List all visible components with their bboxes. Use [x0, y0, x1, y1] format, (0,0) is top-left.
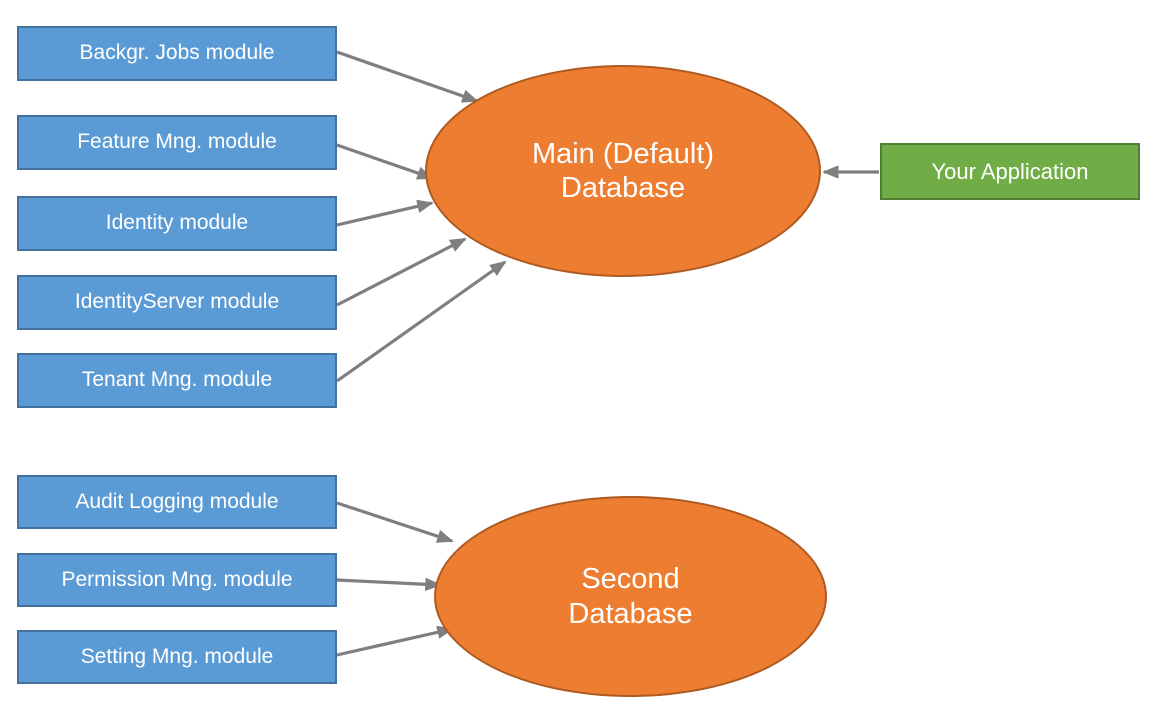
- module-label: Feature Mng. module: [77, 130, 277, 154]
- module-label: IdentityServer module: [74, 290, 280, 314]
- second-database-label: Second Database: [568, 563, 693, 630]
- connector-identity-to-main-db: [336, 199, 434, 227]
- module-label: Tenant Mng. module: [81, 368, 273, 392]
- connector-identityserver-to-main-db: [336, 237, 467, 307]
- module-box-backgr-jobs[interactable]: Backgr. Jobs module: [17, 26, 337, 81]
- module-box-identityserver[interactable]: IdentityServer module: [17, 275, 337, 330]
- second-database-ellipse[interactable]: Second Database: [434, 496, 827, 697]
- module-box-identity[interactable]: Identity module: [17, 196, 337, 251]
- main-database-label: Main (Default) Database: [531, 137, 715, 204]
- connector-tenant-mng-to-main-db: [336, 260, 507, 383]
- application-label: Your Application: [931, 158, 1089, 184]
- module-box-setting-mng[interactable]: Setting Mng. module: [17, 630, 337, 684]
- connector-setting-mng-to-second-db: [336, 625, 454, 657]
- your-application-box[interactable]: Your Application: [880, 143, 1140, 200]
- connector-permission-mng-to-second-db: [336, 577, 442, 591]
- connector-feature-mng-to-main-db: [336, 143, 434, 180]
- main-database-ellipse[interactable]: Main (Default) Database: [425, 65, 821, 277]
- module-label: Backgr. Jobs module: [79, 41, 275, 65]
- module-label: Identity module: [105, 211, 249, 235]
- module-box-audit-logging[interactable]: Audit Logging module: [17, 475, 337, 529]
- connector-backgr-jobs-to-main-db: [336, 50, 479, 103]
- module-box-tenant-mng[interactable]: Tenant Mng. module: [17, 353, 337, 408]
- module-box-permission-mng[interactable]: Permission Mng. module: [17, 553, 337, 607]
- module-box-feature-mng[interactable]: Feature Mng. module: [17, 115, 337, 170]
- module-label: Audit Logging module: [75, 489, 279, 513]
- module-label: Setting Mng. module: [80, 644, 274, 668]
- connector-audit-logging-to-second-db: [336, 501, 454, 543]
- module-label: Permission Mng. module: [61, 567, 293, 591]
